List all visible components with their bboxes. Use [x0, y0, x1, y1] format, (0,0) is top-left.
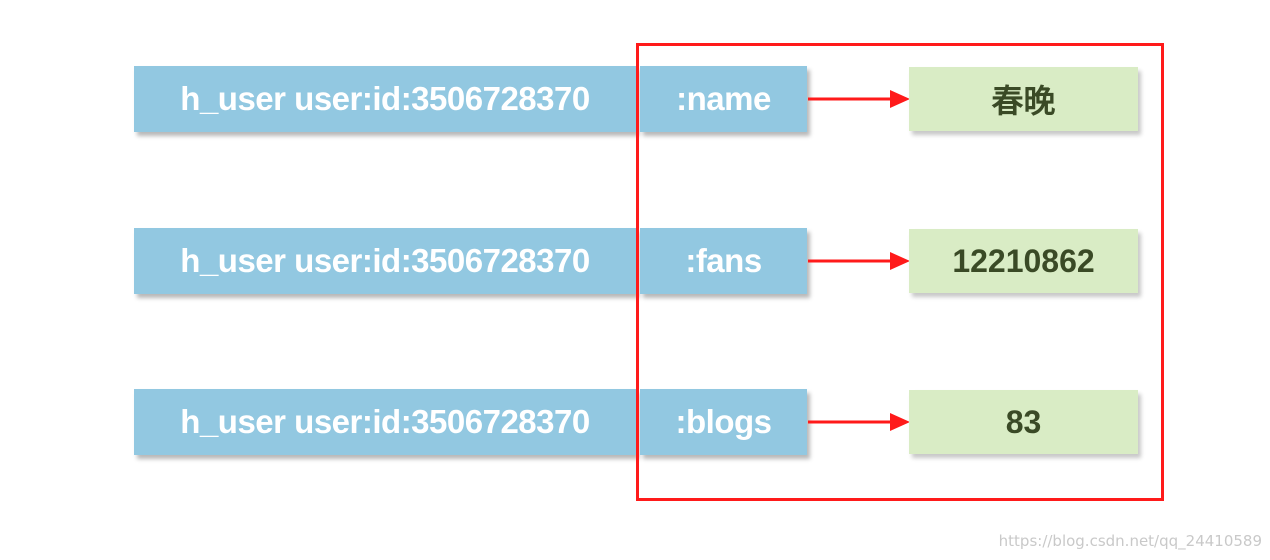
- hash-field-box: :name: [640, 66, 807, 132]
- redis-key-box: h_user user:id:3506728370: [134, 228, 636, 294]
- redis-key-label: h_user user:id:3506728370: [180, 80, 590, 117]
- arrow-right-icon: [808, 413, 910, 431]
- hash-value-label: 83: [1005, 403, 1042, 440]
- hash-entry-row: h_user user:id:3506728370 :fans 12210862: [0, 228, 1270, 298]
- redis-key-box: h_user user:id:3506728370: [134, 66, 636, 132]
- hash-field-box: :fans: [640, 228, 807, 294]
- hash-value-label: 春晚: [991, 83, 1056, 119]
- redis-key-label: h_user user:id:3506728370: [180, 403, 590, 440]
- highlight-frame: [636, 43, 1164, 501]
- arrow-right-icon: [808, 90, 910, 108]
- watermark-text: https://blog.csdn.net/qq_24410589: [998, 532, 1262, 550]
- hash-field-label: :name: [676, 80, 771, 117]
- redis-key-label: h_user user:id:3506728370: [180, 242, 590, 279]
- hash-value-box: 春晚: [909, 67, 1138, 131]
- hash-value-box: 12210862: [909, 229, 1138, 293]
- hash-field-box: :blogs: [640, 389, 807, 455]
- hash-field-label: :blogs: [675, 403, 772, 440]
- arrow-right-icon: [808, 252, 910, 270]
- redis-key-box: h_user user:id:3506728370: [134, 389, 636, 455]
- hash-value-label: 12210862: [952, 242, 1095, 279]
- hash-entry-row: h_user user:id:3506728370 :name 春晚: [0, 66, 1270, 136]
- hash-value-box: 83: [909, 390, 1138, 454]
- hash-entry-row: h_user user:id:3506728370 :blogs 83: [0, 389, 1270, 459]
- hash-field-label: :fans: [685, 242, 762, 279]
